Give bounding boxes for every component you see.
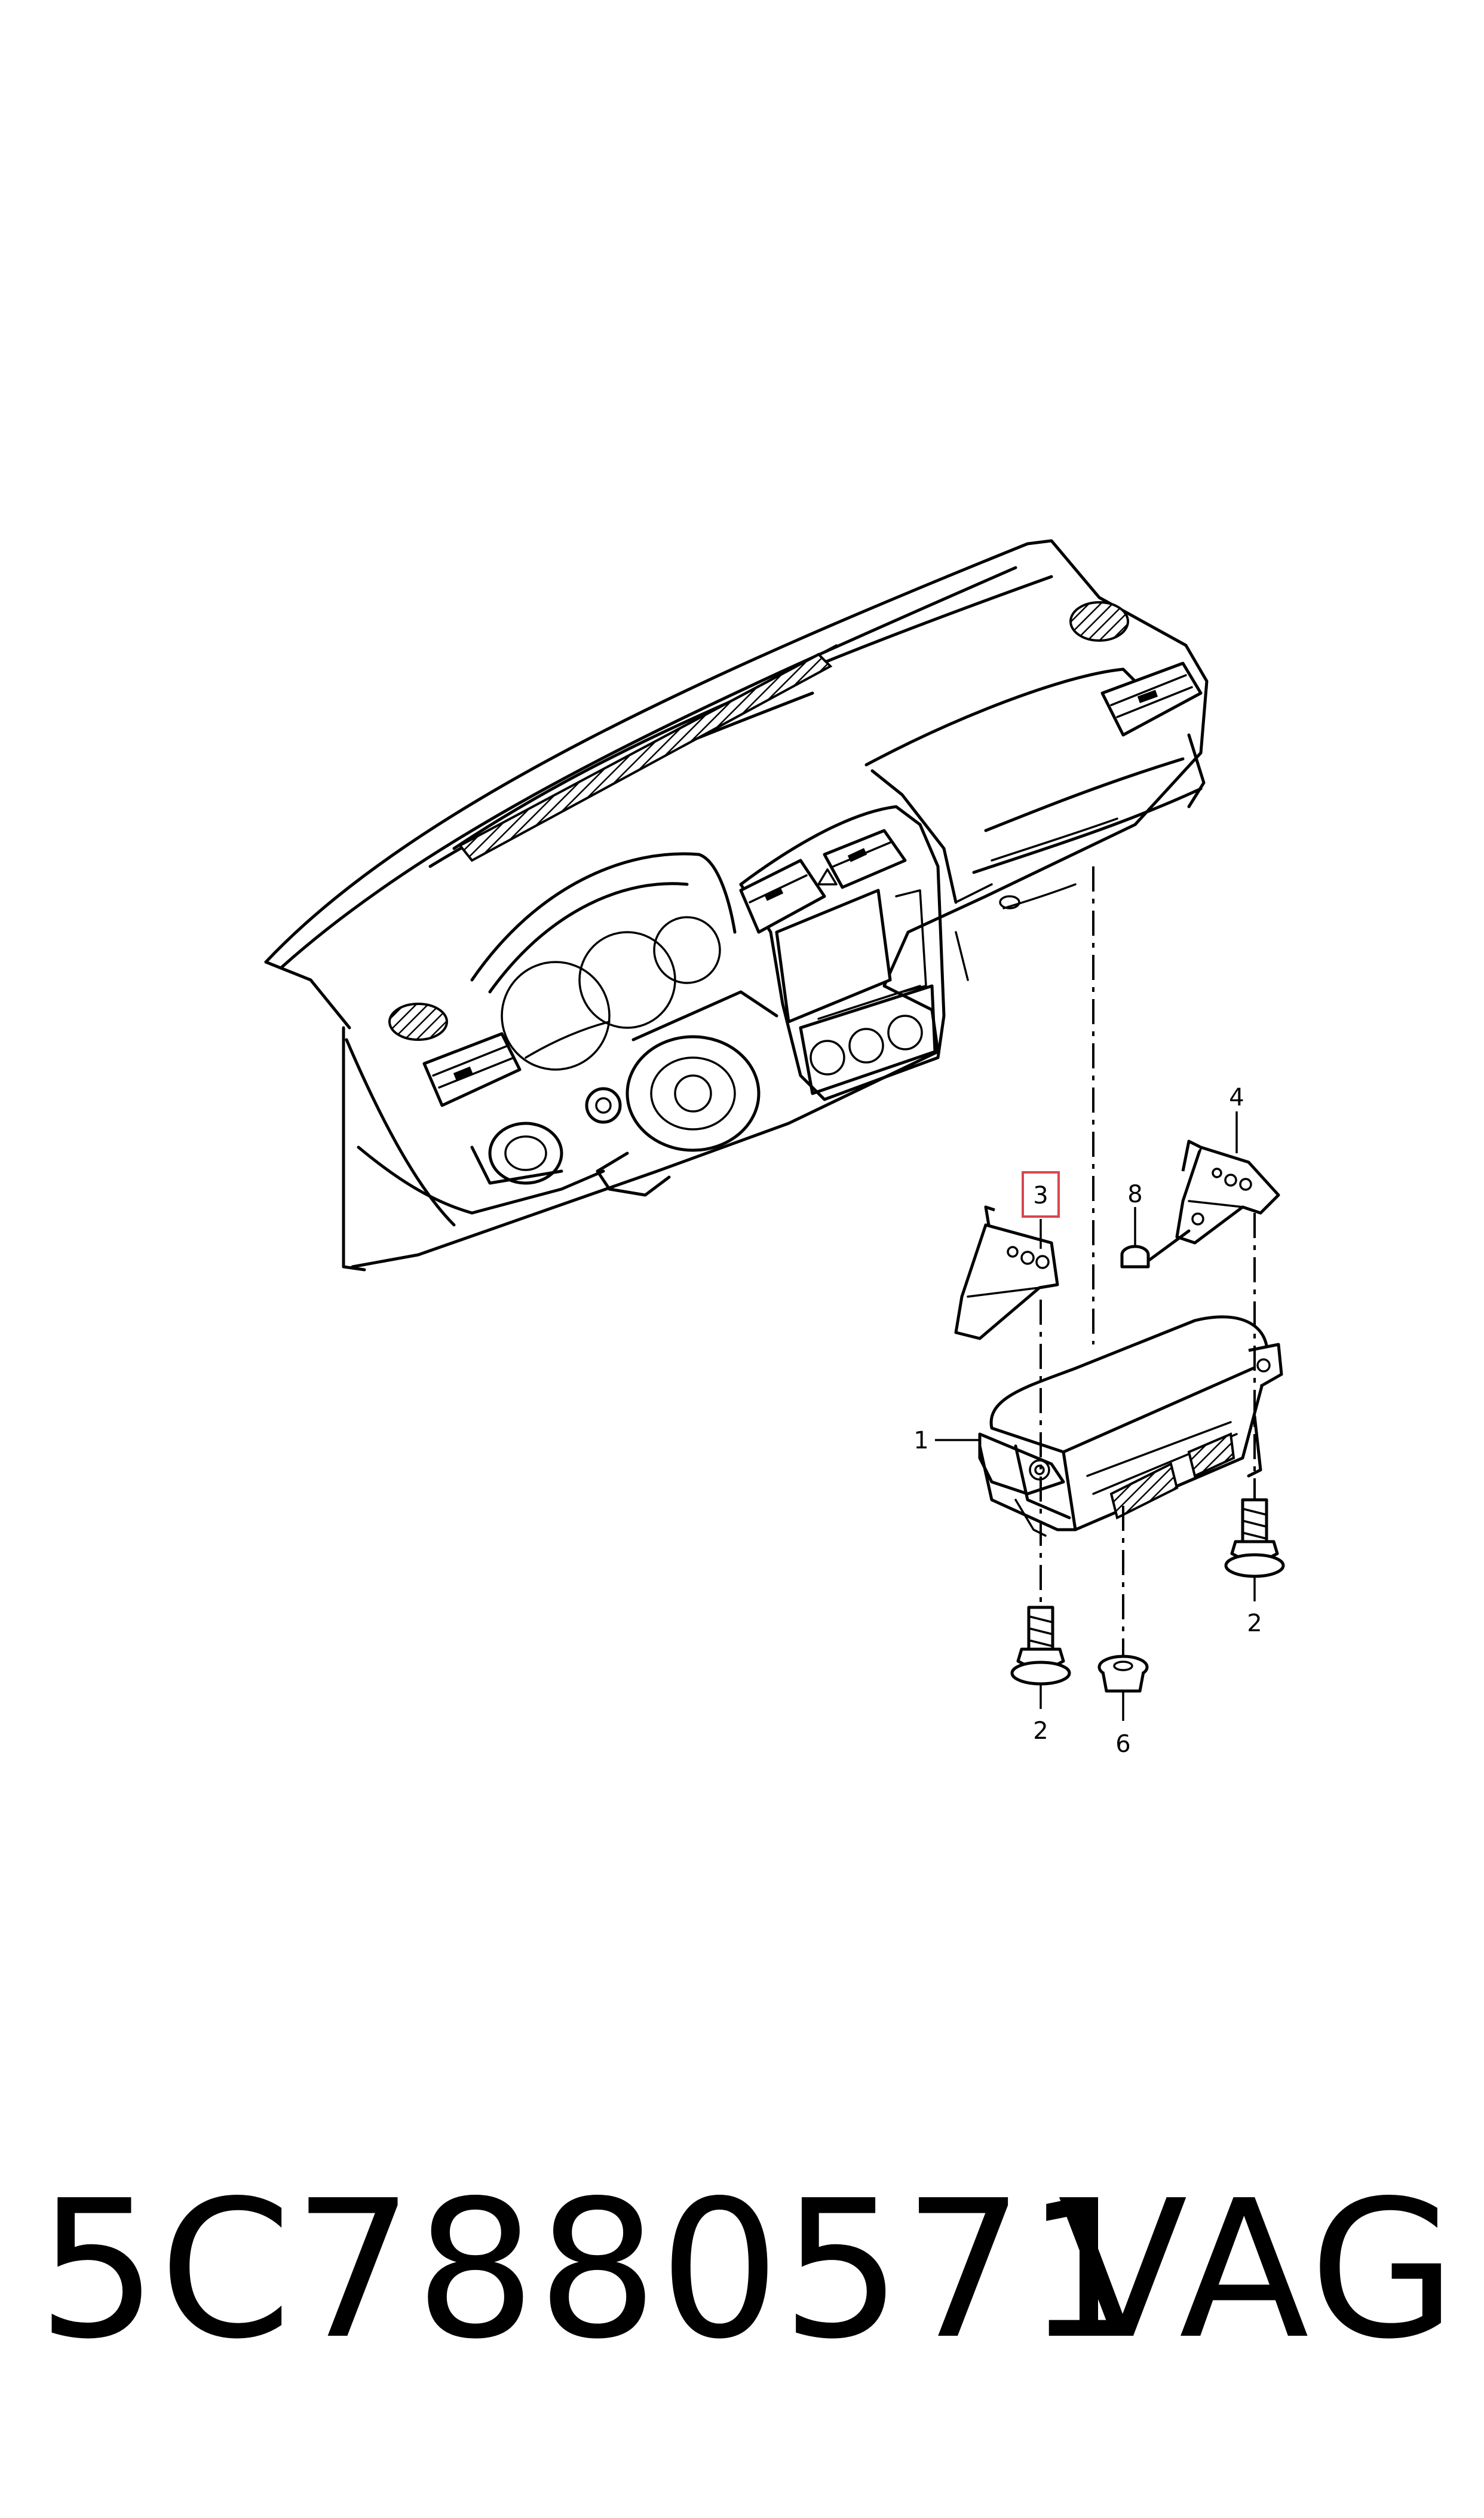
part-2-screw-left <box>1010 1606 1071 1709</box>
part-4-right-bracket <box>1175 1139 1280 1245</box>
dashboard-illustration <box>264 539 1209 1272</box>
callout-4: 4 <box>1229 1084 1244 1111</box>
callout-6: 6 <box>1115 1730 1130 1758</box>
part-number: 5C7880571 <box>37 2159 1148 2381</box>
callout-1: 1 <box>913 1427 928 1454</box>
callout-3-highlight-box <box>1022 1171 1060 1218</box>
part-3-left-bracket <box>954 1205 1059 1340</box>
callout-2-right: 2 <box>1247 1610 1262 1637</box>
callout-8: 8 <box>1127 1181 1142 1208</box>
part-1-airbag-module <box>978 1315 1283 1537</box>
callout-3: 3 <box>1033 1182 1048 1209</box>
brand-name: VAG <box>1057 2159 1460 2381</box>
part-8-bolt <box>1120 1207 1191 1269</box>
part-2-screw-right <box>1224 1498 1285 1601</box>
callout-2-left: 2 <box>1033 1717 1048 1745</box>
airbag-assembly-diagram: 1 3 4 8 2 2 6 <box>264 539 1285 1758</box>
part-6-clip-nut <box>1097 1655 1149 1721</box>
